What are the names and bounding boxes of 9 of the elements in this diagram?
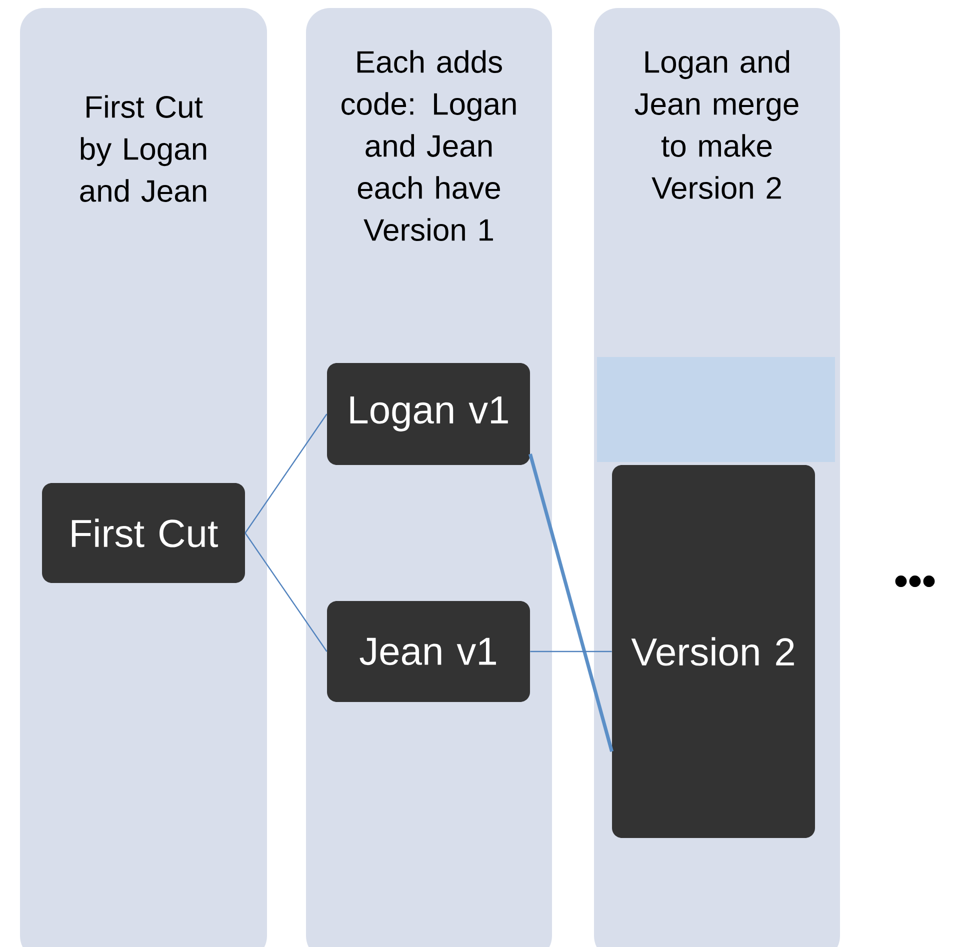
version-box: First Cut — [42, 482, 245, 583]
version-box: Logan v1 — [327, 362, 530, 465]
version-box: Jean v1 — [327, 600, 530, 702]
connector-line — [244, 532, 328, 652]
connector-line — [530, 650, 612, 652]
connector-line — [244, 414, 328, 534]
ellipsis: ••• — [895, 576, 935, 588]
version-box: Version 2 — [612, 464, 815, 838]
connector-line — [528, 454, 614, 752]
